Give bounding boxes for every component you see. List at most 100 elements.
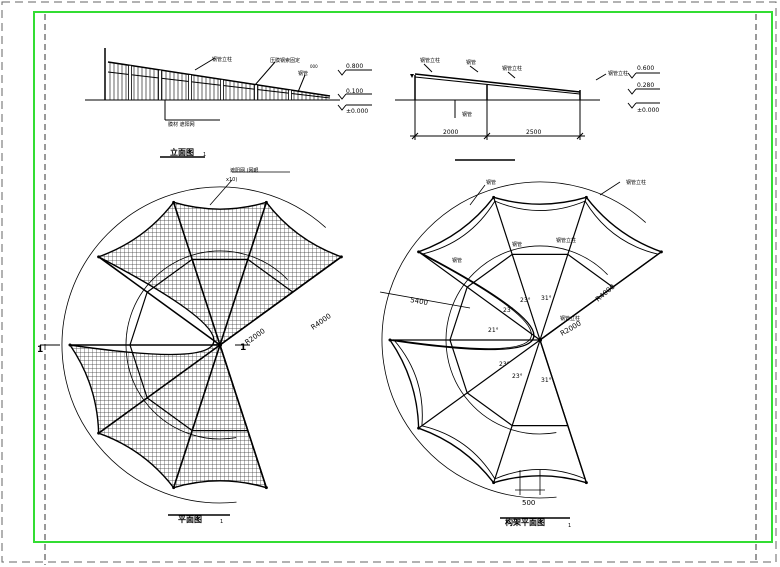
- dim-2000: 2000: [443, 129, 458, 136]
- canopy: [414, 73, 581, 93]
- leader: [599, 181, 621, 196]
- label-pipe-r2: 钢管: [462, 111, 472, 118]
- level-0000: ±0.000: [346, 108, 368, 115]
- rib-end: [584, 481, 588, 485]
- level-marker-small: [410, 74, 414, 78]
- rib: [219, 202, 268, 346]
- rib: [493, 339, 541, 483]
- rib-end: [339, 255, 343, 259]
- plan-view: [40, 171, 343, 516]
- post: [288, 89, 292, 101]
- label-column-r: 钢管立柱: [420, 57, 440, 64]
- fp-dim-500: 500: [522, 499, 535, 507]
- plan-title: 平面图: [178, 515, 202, 524]
- fp-label-top-right: 钢管立柱: [626, 179, 646, 186]
- section-mark-left: 1: [37, 345, 43, 355]
- inner-ring: [449, 253, 614, 427]
- edge-cable: [392, 200, 659, 480]
- dim-tick: [483, 132, 491, 140]
- post: [220, 79, 224, 101]
- rib-end: [172, 486, 176, 490]
- rib: [418, 339, 541, 429]
- level-0600: 0.600: [637, 65, 654, 72]
- level-marker: [337, 93, 347, 100]
- note-leader: [209, 179, 233, 206]
- plan-title-scale: 1: [220, 519, 223, 525]
- dim-leader: [379, 291, 471, 309]
- rib: [172, 202, 221, 346]
- leader: [423, 63, 433, 73]
- post: [188, 74, 192, 101]
- rib: [539, 197, 587, 341]
- fp-label-mid-b: 钢管立柱: [556, 237, 576, 244]
- canopy-hatch: [109, 62, 327, 101]
- plan-radius-inner: R2000: [244, 327, 267, 347]
- leader: [297, 74, 306, 93]
- level-0000-r: ±0.000: [637, 107, 659, 114]
- fp-angle-7: 23°: [512, 373, 523, 380]
- inner-ring: [129, 258, 294, 432]
- section-mark-right: 1: [240, 343, 246, 353]
- plan-radius-outer: R4000: [310, 312, 333, 332]
- level-0800: 0.800: [346, 63, 363, 70]
- canopy-lower: [414, 76, 581, 95]
- rib-end: [68, 343, 72, 347]
- fp-angle-1: 23°: [520, 297, 531, 304]
- dim-tick: [411, 132, 419, 140]
- label-column: 钢管立柱: [212, 56, 232, 63]
- leader: [595, 73, 607, 81]
- rib: [172, 344, 221, 488]
- fp-label-center: 钢管立柱: [560, 315, 580, 322]
- level-marker: [627, 72, 637, 79]
- post: [128, 65, 132, 101]
- label-column-r3: 钢管立柱: [608, 70, 628, 77]
- rib-end: [492, 195, 496, 199]
- rib-end: [264, 486, 268, 490]
- rib-end: [264, 200, 268, 204]
- rib-end: [97, 431, 101, 435]
- canopy-top: [107, 61, 331, 97]
- post: [158, 69, 162, 101]
- label-cable: 压膜钢索固定: [270, 57, 300, 64]
- label-pipe-r: 钢管: [466, 59, 476, 66]
- level-marker: [627, 88, 637, 95]
- rib: [539, 251, 662, 341]
- center-node: [218, 343, 222, 347]
- viewport-frame: [33, 11, 773, 543]
- rib-end: [659, 250, 663, 254]
- dim-tick: [576, 132, 584, 140]
- fp-angle-2: 23°: [503, 307, 514, 314]
- note-line1: 遮阳网 (网眼: [230, 167, 259, 174]
- level-marker: [337, 69, 347, 76]
- outer-arc: [61, 186, 326, 504]
- rib-end: [172, 200, 176, 204]
- level-marker: [627, 102, 637, 109]
- fp-angle-3: 31°: [541, 295, 552, 302]
- post: [254, 84, 258, 101]
- leader: [469, 65, 479, 73]
- label-pipe: 钢管: [298, 70, 308, 77]
- outer-arc: [381, 181, 646, 499]
- leader: [507, 71, 516, 79]
- frame-plan-title: 构架平面图: [505, 517, 545, 527]
- frame-plan-title-scale: 1: [568, 523, 571, 529]
- elevation-title: 立面图: [170, 147, 194, 157]
- leader: [469, 184, 486, 206]
- label-column-r2: 钢管立柱: [502, 65, 522, 72]
- elevation-left: [85, 48, 372, 158]
- elevation-title-scale: 1: [203, 152, 206, 158]
- rib: [493, 197, 541, 341]
- rib-end: [97, 255, 101, 259]
- rib: [418, 251, 541, 341]
- canopy-outline: [68, 201, 343, 489]
- inner-arc: [445, 245, 608, 435]
- level-0100: 0.100: [346, 88, 363, 95]
- rib-end: [417, 426, 421, 430]
- rib-end: [584, 195, 588, 199]
- rib: [98, 344, 221, 434]
- canopy-outline: [388, 196, 663, 484]
- rib: [98, 256, 221, 346]
- leader: [194, 57, 216, 71]
